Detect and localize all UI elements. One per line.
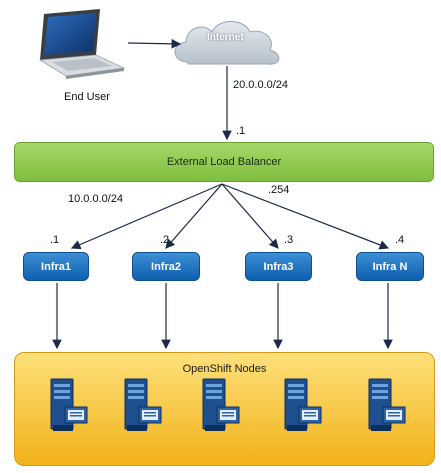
server-icon — [368, 378, 406, 431]
openshift-nodes-group: OpenShift Nodes — [14, 352, 435, 466]
infra-node-2: Infra2 — [132, 252, 200, 281]
server-icon — [284, 378, 322, 431]
load-balancer-label: External Load Balancer — [166, 156, 282, 168]
infran-ip-label: .4 — [395, 234, 405, 246]
server-icon — [50, 378, 88, 431]
infra-node-label: Infra1 — [41, 260, 71, 273]
infra3-ip-label: .3 — [284, 234, 294, 246]
external-load-balancer: External Load Balancer — [14, 142, 434, 182]
server-icon — [202, 378, 240, 431]
arrow-lb-to-infran — [221, 183, 390, 250]
openshift-nodes-label: OpenShift Nodes — [182, 363, 267, 375]
end-user-label: End User — [64, 91, 110, 103]
infra-node-label: Infra3 — [263, 260, 294, 273]
laptop-icon — [38, 9, 126, 79]
external-subnet-label: 20.0.0.0/24 — [233, 79, 289, 91]
lb-internal-ip-label: .254 — [268, 184, 290, 196]
infra-node-label: Infra N — [372, 260, 408, 273]
server-icon — [124, 378, 162, 431]
infra-node-3: Infra3 — [245, 252, 312, 281]
arrow-lb-to-infra1 — [70, 183, 223, 250]
infra2-ip-label: .2 — [160, 234, 170, 246]
lb-ip-label: .1 — [236, 125, 246, 137]
internal-subnet-label: 10.0.0.0/24 — [68, 193, 124, 205]
infra1-ip-label: .1 — [50, 234, 60, 246]
arrow-lb-to-infra2 — [165, 183, 223, 249]
internet-label: Internet — [207, 32, 244, 43]
infra-node-label: Infra2 — [151, 260, 181, 273]
infra-node-1: Infra1 — [23, 252, 89, 281]
infra-node-n: Infra N — [356, 252, 424, 281]
arrow-lb-to-infra3 — [221, 183, 279, 249]
internet-cloud-icon — [174, 21, 280, 65]
arrow-user-to-internet — [127, 39, 182, 49]
